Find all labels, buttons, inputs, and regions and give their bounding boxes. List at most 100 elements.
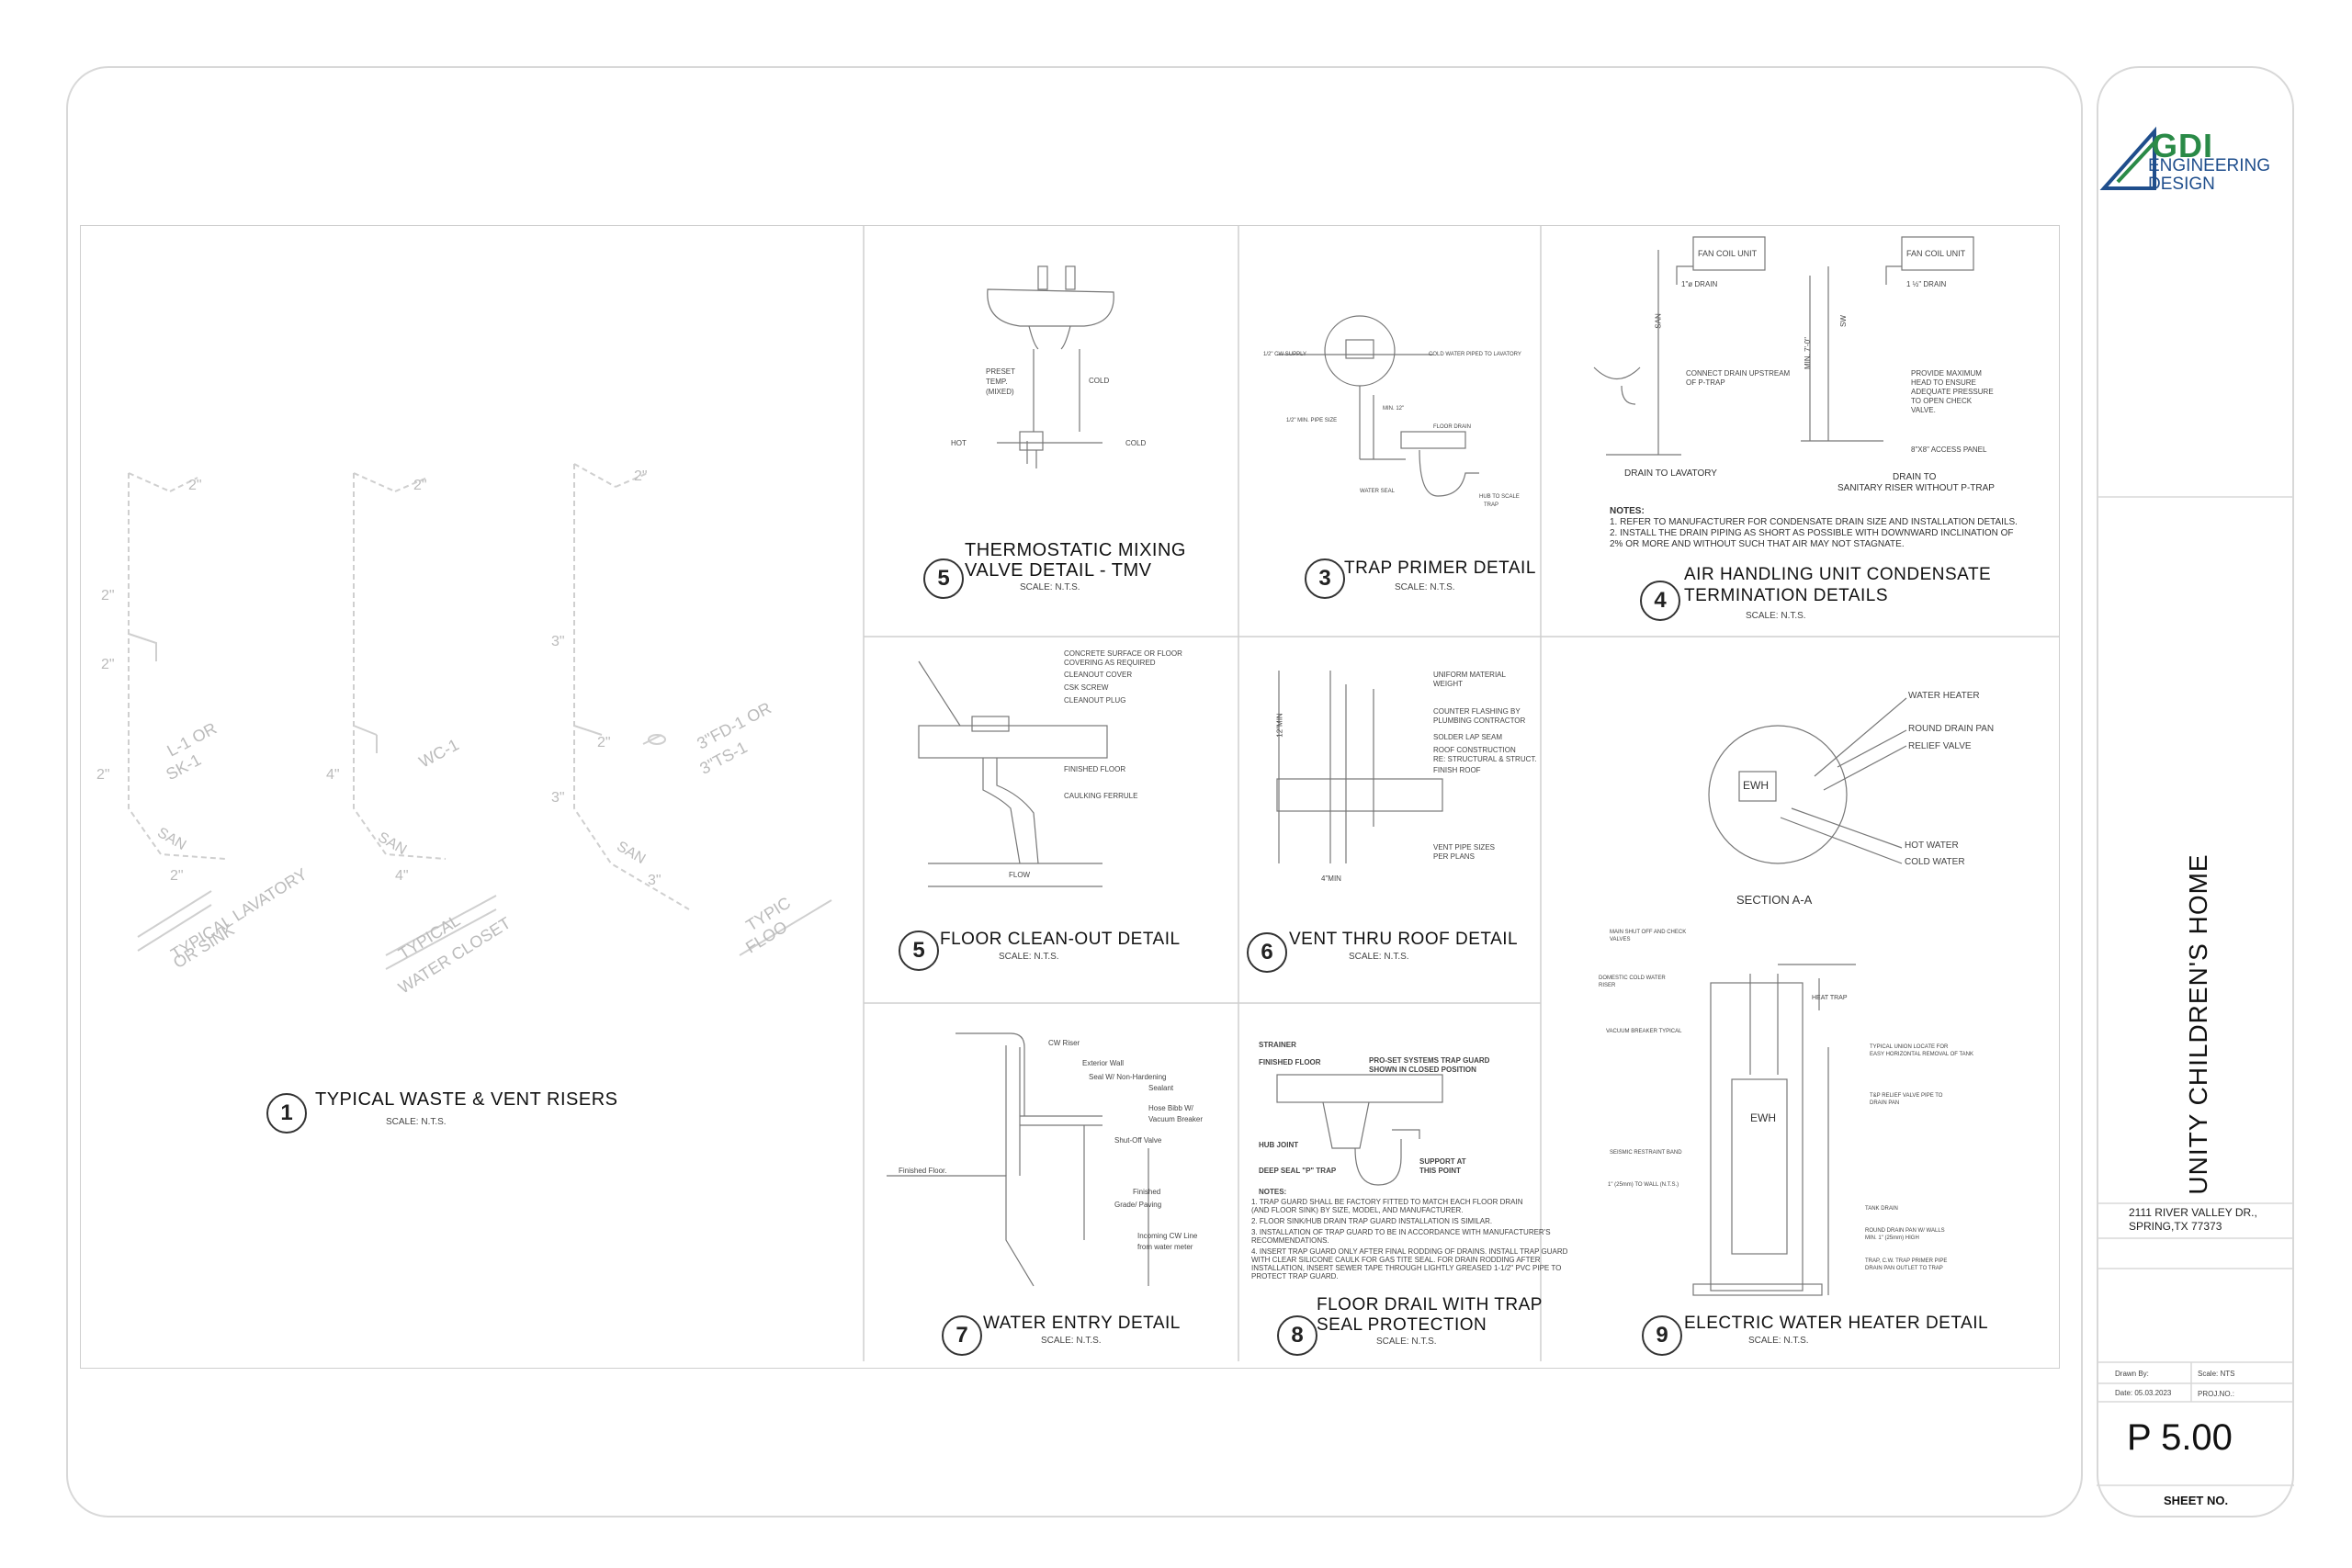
detail-scale: SCALE: N.T.S. bbox=[1349, 952, 1409, 962]
trap-primer-label: WATER SEAL bbox=[1360, 489, 1396, 494]
trap-primer-label: FLOOR DRAIN bbox=[1433, 424, 1472, 430]
section-label: SECTION A-A bbox=[1736, 893, 1813, 907]
ahu-label: CONNECT DRAIN UPSTREAM bbox=[1686, 369, 1791, 378]
riser-label: 2" bbox=[188, 478, 202, 493]
vent-label: COUNTER FLASHING BY bbox=[1433, 707, 1521, 716]
tmv-label: HOT bbox=[951, 439, 967, 447]
detail-title: TRAP PRIMER DETAIL bbox=[1344, 558, 1536, 578]
detail-scale: SCALE: N.T.S. bbox=[1748, 1336, 1809, 1346]
detail-scale: SCALE: N.T.S. bbox=[1746, 611, 1806, 621]
cleanout-label: COVERING AS REQUIRED bbox=[1064, 659, 1156, 667]
water-heater-label: COLD WATER bbox=[1905, 857, 1965, 867]
vent-label: 4"MIN bbox=[1321, 874, 1341, 883]
vent-label: UNIFORM MATERIAL bbox=[1433, 671, 1506, 679]
detail-title: TYPICAL WASTE & VENT RISERS bbox=[315, 1089, 618, 1110]
water-entry-label: CW Riser bbox=[1048, 1039, 1080, 1047]
project-name: UNITY CHILDREN'S HOME bbox=[2184, 853, 2212, 1195]
ahu-note: 2% OR MORE AND WITHOUT SUCH THAT AIR MAY… bbox=[1610, 539, 1905, 549]
riser-label: 2" bbox=[96, 767, 110, 783]
ahu-label: 1 ½" DRAIN bbox=[1906, 280, 1947, 288]
project-address-line2: SPRING,TX 77373 bbox=[2129, 1220, 2222, 1233]
floor-drain-note: 4. INSERT TRAP GUARD ONLY AFTER FINAL RO… bbox=[1251, 1247, 1568, 1256]
tmv-label: PRESET bbox=[986, 367, 1016, 376]
trap-primer-label: 1/2" CW SUPPLY bbox=[1263, 352, 1307, 357]
water-entry-label: from water meter bbox=[1137, 1243, 1193, 1251]
detail-number-bubble: 1 bbox=[266, 1093, 307, 1134]
water-entry-label: Seal W/ Non-Hardening bbox=[1089, 1073, 1167, 1081]
detail-number-bubble: 7 bbox=[942, 1315, 982, 1356]
trap-primer-label: HUB TO SCALE bbox=[1479, 494, 1520, 500]
ewh-label: EWH bbox=[1750, 1111, 1776, 1124]
detail-title: WATER ENTRY DETAIL bbox=[983, 1314, 1181, 1333]
ahu-label: FAN COIL UNIT bbox=[1698, 249, 1758, 258]
floor-drain-note: WITH CLEAR SILICONE CAULK FOR GAS TITE S… bbox=[1251, 1256, 1541, 1264]
cleanout-label: FLOW bbox=[1009, 871, 1031, 879]
riser-label: 2" bbox=[101, 588, 115, 604]
water-heater-label: MAIN SHUT OFF AND CHECK bbox=[1610, 930, 1687, 935]
ahu-label: FAN COIL UNIT bbox=[1906, 249, 1966, 258]
vent-label: FINISH ROOF bbox=[1433, 766, 1481, 774]
riser-label: 3" bbox=[551, 790, 565, 806]
riser-label: 2" bbox=[170, 868, 184, 884]
floor-drain-label: HUB JOINT bbox=[1259, 1141, 1299, 1149]
detail-number-bubble: 5 bbox=[923, 558, 964, 599]
vent-label: SOLDER LAP SEAM bbox=[1433, 733, 1502, 741]
floor-drain-note: 3. INSTALLATION OF TRAP GUARD TO BE IN A… bbox=[1251, 1228, 1551, 1236]
trap-primer-label: COLD WATER PIPED TO LAVATORY bbox=[1429, 352, 1521, 357]
detail-title: FLOOR DRAIL WITH TRAP bbox=[1317, 1295, 1543, 1314]
riser-label: 4" bbox=[395, 868, 409, 884]
vent-label: WEIGHT bbox=[1433, 680, 1463, 688]
ahu-label: SANITARY RISER WITHOUT P-TRAP bbox=[1838, 483, 1995, 493]
detail-number-bubble: 6 bbox=[1247, 932, 1287, 973]
detail-title: SEAL PROTECTION bbox=[1317, 1315, 1487, 1335]
floor-drain-note: 1. TRAP GUARD SHALL BE FACTORY FITTED TO… bbox=[1251, 1198, 1523, 1206]
trap-primer-label: MIN. 12" bbox=[1383, 406, 1405, 412]
company-name-line2: DESIGN bbox=[2148, 175, 2215, 194]
ahu-label: 1"ø DRAIN bbox=[1681, 280, 1718, 288]
vent-label: VENT PIPE SIZES bbox=[1433, 843, 1495, 852]
tmv-label: TEMP. bbox=[986, 378, 1008, 386]
cleanout-label: FINISHED FLOOR bbox=[1064, 765, 1126, 773]
water-entry-label: Vacuum Breaker bbox=[1148, 1115, 1203, 1123]
detail-number-bubble: 3 bbox=[1305, 558, 1345, 599]
detail-scale: SCALE: N.T.S. bbox=[1041, 1336, 1102, 1346]
floor-drain-note: 2. FLOOR SINK/HUB DRAIN TRAP GUARD INSTA… bbox=[1251, 1217, 1493, 1225]
company-name-line1: ENGINEERING bbox=[2148, 156, 2271, 175]
tmv-label: COLD bbox=[1125, 439, 1147, 447]
ahu-label: DRAIN TO LAVATORY bbox=[1624, 468, 1717, 479]
detail-number-bubble: 4 bbox=[1640, 581, 1680, 621]
cleanout-label: CONCRETE SURFACE OR FLOOR bbox=[1064, 649, 1182, 658]
company-initials: GDI bbox=[2152, 127, 2214, 164]
riser-label: 3" bbox=[551, 634, 565, 649]
floor-drain-label: SUPPORT AT bbox=[1419, 1157, 1466, 1166]
water-entry-label: Sealant bbox=[1148, 1084, 1174, 1092]
detail-scale: SCALE: N.T.S. bbox=[1395, 582, 1455, 592]
ahu-note: 2. INSTALL THE DRAIN PIPING AS SHORT AS … bbox=[1610, 528, 2014, 538]
cleanout-label: CLEANOUT COVER bbox=[1064, 671, 1133, 679]
water-heater-label: HEAT TRAP bbox=[1812, 995, 1848, 1001]
sheet-number-label: SHEET NO. bbox=[2164, 1494, 2229, 1507]
detail-title: ELECTRIC WATER HEATER DETAIL bbox=[1684, 1314, 1989, 1333]
floor-drain-note: (AND FLOOR SINK) BY SIZE, MODEL, AND MAN… bbox=[1251, 1206, 1464, 1214]
riser-label: 2" bbox=[413, 478, 427, 493]
water-heater-label: ROUND DRAIN PAN W/ WALLS bbox=[1865, 1228, 1945, 1234]
ahu-label: TO OPEN CHECK bbox=[1911, 397, 1973, 405]
water-heater-label: 1" (25mm) TO WALL (N.T.S.) bbox=[1608, 1182, 1679, 1188]
ewh-label: EWH bbox=[1743, 779, 1769, 792]
vent-label: PLUMBING CONTRACTOR bbox=[1433, 716, 1526, 725]
ahu-label: VALVE. bbox=[1911, 406, 1936, 414]
tmv-label: (MIXED) bbox=[986, 388, 1014, 396]
riser-label: 3" bbox=[648, 873, 662, 888]
riser-label: 2" bbox=[597, 735, 611, 750]
water-entry-label: Grade/ Paving bbox=[1114, 1201, 1162, 1209]
floor-drain-note: INSTALLATION, INSERT SEWER TAPE THROUGH … bbox=[1251, 1264, 1562, 1272]
drawn-by-label: Drawn By: bbox=[2115, 1370, 2149, 1378]
water-heater-label: T&P RELIEF VALVE PIPE TO bbox=[1870, 1093, 1943, 1099]
water-heater-label: TRAP, C.W. TRAP PRIMER PIPE bbox=[1865, 1258, 1948, 1264]
floor-drain-notes-heading: NOTES: bbox=[1259, 1188, 1287, 1196]
